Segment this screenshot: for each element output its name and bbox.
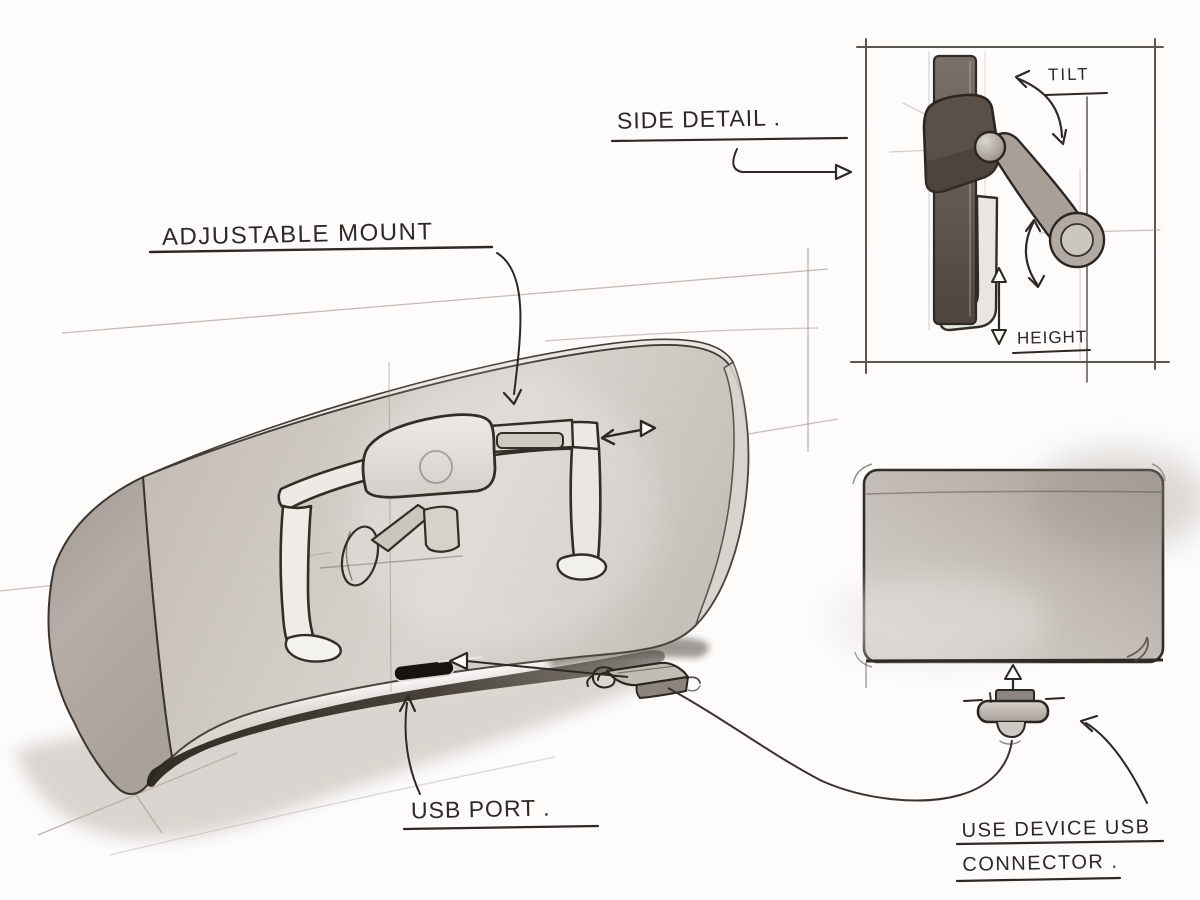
- usb-port-label: USB PORT .: [410, 794, 551, 824]
- side-detail-leader-arrow: [732, 148, 853, 181]
- usb-port-leader-arrow: [398, 694, 421, 795]
- adjustable-mount-label: ADJUSTABLE MOUNT: [161, 218, 434, 251]
- label-underlines: [148, 92, 1165, 883]
- dongle-coil: [586, 666, 616, 689]
- mount-clamp-detail: [319, 503, 463, 587]
- connector-leader-arrow: [1079, 714, 1148, 804]
- usb-connector-label-line2: CONNECTOR .: [962, 850, 1119, 876]
- mount-slide-arrow: [600, 419, 657, 446]
- device-panel: [830, 450, 1200, 688]
- usb-connector-label-line1: USE DEVICE USB: [961, 816, 1151, 842]
- mount-left-leg: [279, 504, 318, 654]
- usb-port-slot: [393, 659, 455, 682]
- mount-right-post: [569, 445, 602, 562]
- adjustable-mount-leader-arrow: [496, 252, 523, 406]
- side-detail-inset: [850, 38, 1170, 383]
- usb-connector-label: USE DEVICE USB CONNECTOR .: [961, 810, 1151, 882]
- monitor-right-edge: [694, 360, 750, 628]
- corner-overshoots: [852, 463, 1166, 688]
- device-plug-arrow: [1004, 664, 1022, 691]
- inset-frame: [850, 38, 1170, 374]
- side-detail-label: SIDE DETAIL .: [616, 104, 782, 134]
- height-arrow: [991, 267, 1007, 345]
- tilt-label: TILT: [1047, 64, 1090, 85]
- dongle-to-port-arrow: [448, 651, 629, 678]
- inset-mid-arrow: [1024, 218, 1046, 289]
- mount-slot: [496, 432, 564, 449]
- monitor-bottom-edge: [146, 650, 665, 787]
- adjustable-mount-bracket: [277, 413, 608, 663]
- back-highlight: [350, 370, 660, 650]
- tilt-arrow: [1014, 69, 1068, 146]
- usb-connector: [963, 689, 1065, 745]
- height-label: HEIGHT: [1016, 327, 1088, 348]
- inset-guides: [889, 51, 1161, 363]
- inset-pivot-ball: [973, 130, 1007, 164]
- connector-bottom-tab: [996, 721, 1026, 738]
- connector-body: [976, 699, 1050, 724]
- mount-housing: [361, 413, 497, 499]
- usb-cable: [667, 687, 1013, 802]
- mount-right-foot: [556, 553, 608, 581]
- monitor-side-panel: [47, 475, 174, 795]
- mount-left-foot: [284, 633, 342, 663]
